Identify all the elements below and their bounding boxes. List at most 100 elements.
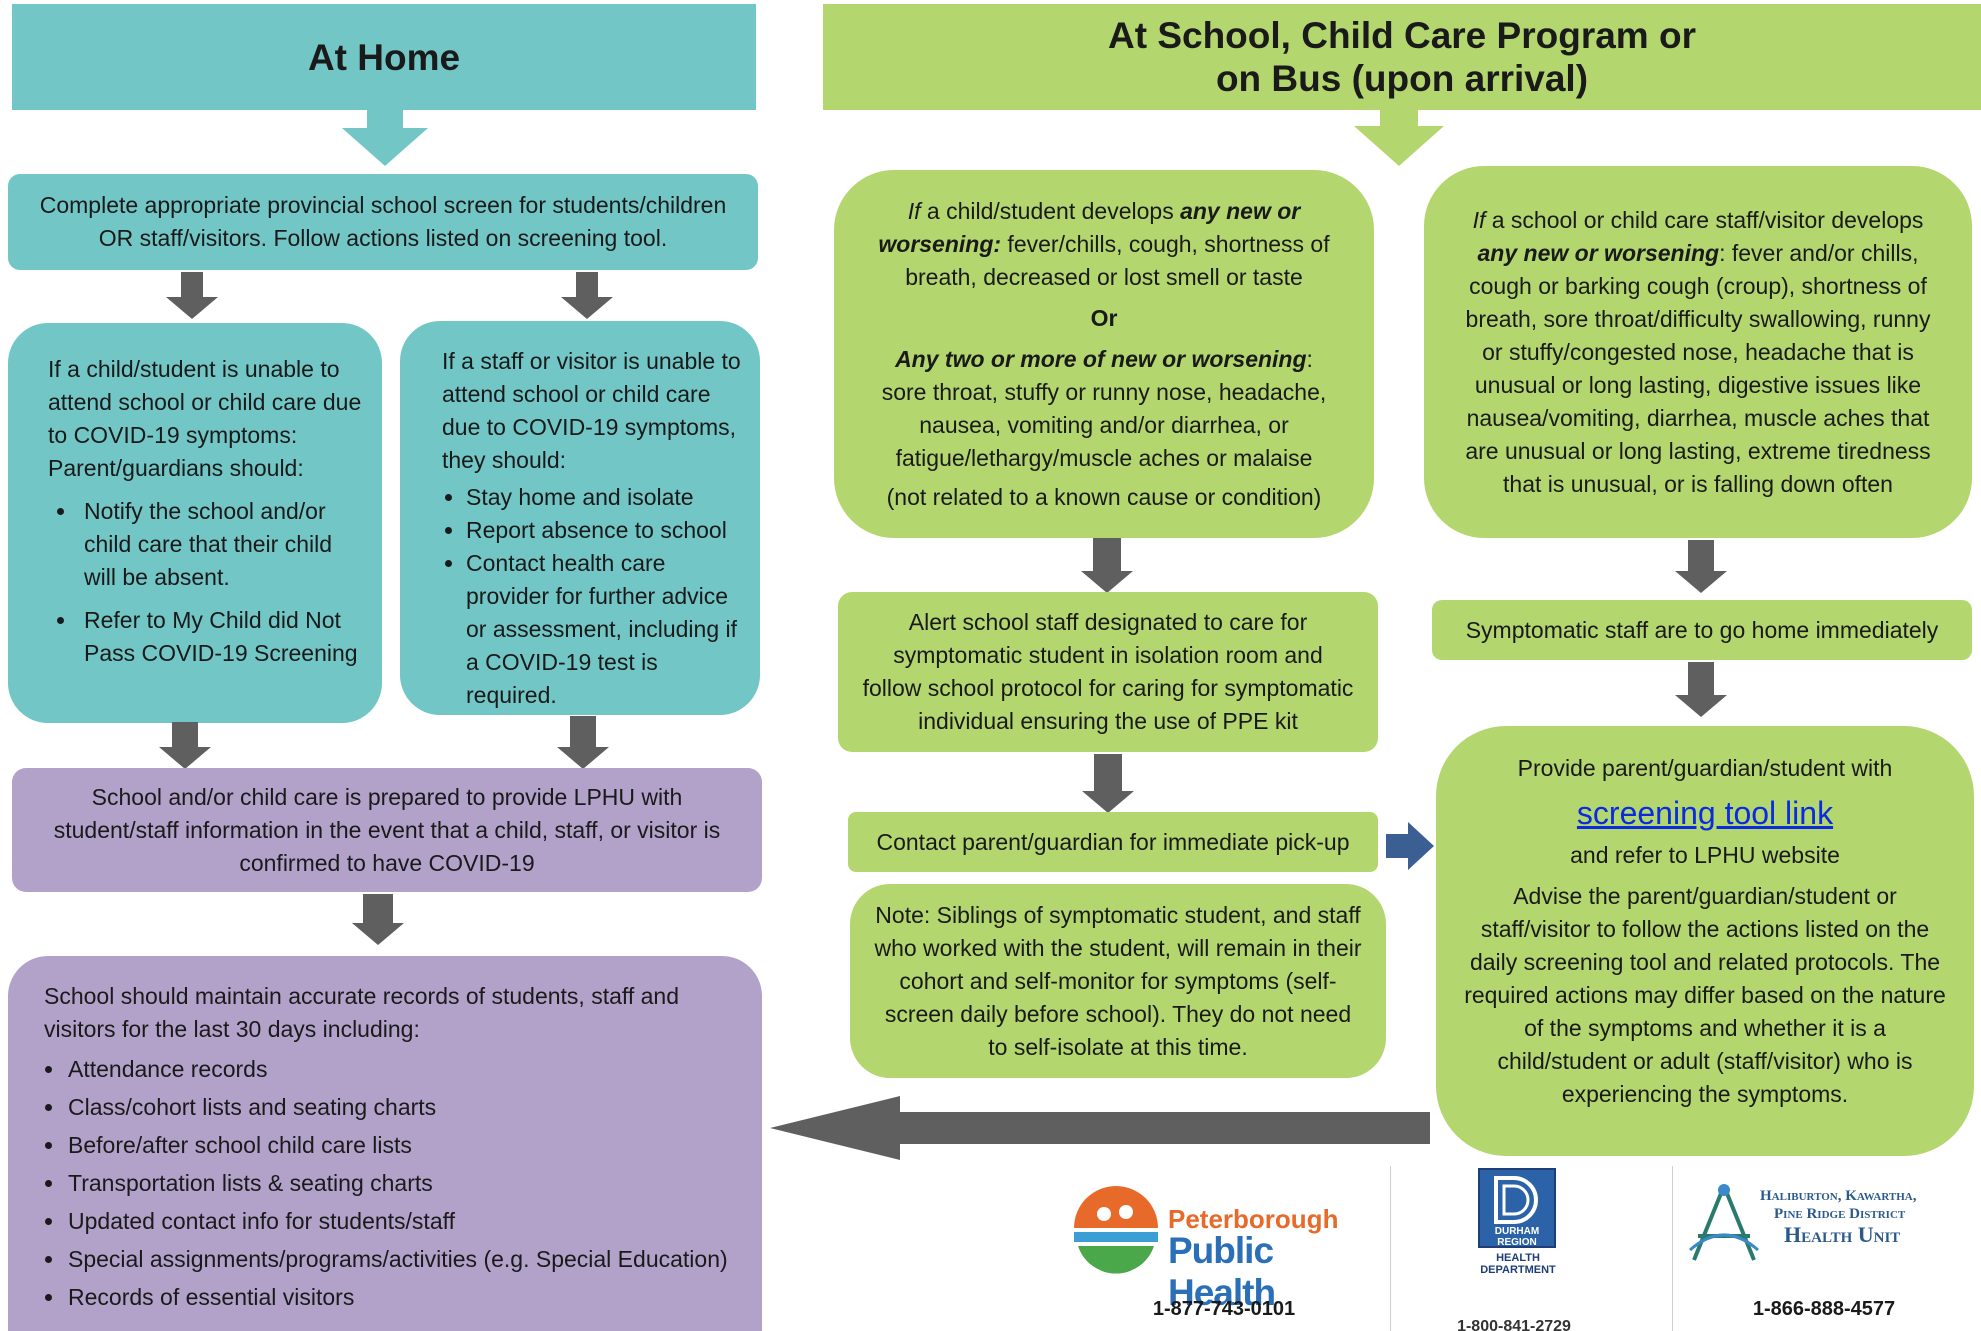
screening-tool-link[interactable]: screening tool link — [1576, 795, 1834, 831]
down-arrow-head — [1675, 695, 1727, 717]
or-label: Or — [1090, 304, 1118, 331]
peterborough-mark-icon — [1074, 1186, 1158, 1274]
durham-logo: DURHAM REGION HEALTH DEPARTMENT — [1478, 1168, 1558, 1288]
arrow-shaft — [363, 894, 393, 924]
at-home-title: At Home — [307, 36, 461, 78]
text-span: a child/student develops — [920, 197, 1181, 224]
list-item: Transportation lists & seating charts — [66, 1164, 732, 1202]
contact-parent-box: Contact parent/guardian for immediate pi… — [848, 812, 1378, 872]
hkpr-line3: Health Unit — [1784, 1222, 1901, 1247]
provide-line1: Provide parent/guardian/student with — [1517, 755, 1893, 781]
prepared-box: School and/or child care is prepared to … — [12, 768, 762, 892]
arrow-shaft — [181, 272, 203, 298]
child-symptoms-note: (not related to a known cause or conditi… — [886, 483, 1322, 510]
text-span: : sore throat, stuffy or runny nose, hea… — [881, 345, 1327, 471]
arrow-shaft — [172, 722, 198, 748]
list-item: Stay home and isolate — [466, 481, 748, 514]
durham-line2: REGION — [1497, 1237, 1537, 1248]
down-arrow-head — [166, 297, 218, 319]
bold-text: any new or worsening — [1477, 239, 1720, 266]
hkpr-phone: 1-866-888-4577 — [1752, 1298, 1896, 1320]
down-arrow-head — [1675, 571, 1727, 593]
text-span: fever/chills, cough, shortness of breath… — [905, 230, 1330, 290]
arrow-shaft — [1688, 540, 1714, 572]
child-unable-box: If a child/student is unable to attend s… — [8, 323, 382, 723]
child-actions-list: Notify the school and/or child care that… — [48, 495, 362, 670]
down-arrow-head — [557, 747, 609, 769]
screen-box-text: Complete appropriate provincial school s… — [39, 192, 727, 251]
peterborough-line2: Public Health — [1168, 1230, 1276, 1313]
list-item: Updated contact info for students/staff — [66, 1202, 732, 1240]
hkpr-mark-icon — [1689, 1184, 1759, 1261]
alert-box-text: Alert school staff designated to care fo… — [862, 609, 1354, 734]
down-arrow-head — [1082, 791, 1134, 813]
arrow-shaft — [1093, 538, 1121, 572]
at-school-title-line1: At School, Child Care Program or — [1108, 15, 1696, 56]
arrow-shaft — [1688, 662, 1714, 696]
staff-symptoms-box: If a school or child care staff/visitor … — [1424, 166, 1972, 538]
records-intro: School should maintain accurate records … — [44, 983, 680, 1042]
child-box-intro: If a child/student is unable to attend s… — [48, 356, 362, 481]
list-item: Report absence to school — [466, 514, 748, 547]
staff-unable-box: If a staff or visitor is unable to atten… — [400, 321, 760, 715]
prepared-box-text: School and/or child care is prepared to … — [53, 783, 721, 876]
if-word: If — [1472, 206, 1486, 233]
provide-advise-text: Advise the parent/guardian/student or st… — [1464, 883, 1946, 1107]
alert-staff-box: Alert school staff designated to care fo… — [838, 592, 1378, 752]
logo-divider — [1672, 1166, 1673, 1331]
hkpr-line1: Haliburton, Kawartha, — [1760, 1188, 1917, 1204]
siblings-note-box: Note: Siblings of symptomatic student, a… — [850, 884, 1386, 1078]
list-item: Refer to My Child did Not Pass COVID-19 … — [78, 604, 362, 670]
at-school-title-line2: on Bus (upon arrival) — [1215, 58, 1589, 99]
green-down-arrow — [1354, 110, 1444, 166]
list-item: Attendance records — [66, 1050, 732, 1088]
staff-box-intro: If a staff or visitor is unable to atten… — [442, 348, 741, 473]
list-item: Before/after school child care lists — [66, 1126, 732, 1164]
provide-info-box: Provide parent/guardian/student with scr… — [1436, 726, 1974, 1156]
list-item: Records of essential visitors — [66, 1278, 732, 1316]
bold-text: any new or worsening: — [878, 197, 1301, 257]
if-word: If — [907, 197, 921, 224]
peterborough-phone: 1-877-743-0101 — [1152, 1298, 1296, 1320]
durham-line4: DEPARTMENT — [1480, 1264, 1556, 1276]
screen-box: Complete appropriate provincial school s… — [8, 174, 758, 270]
durham-contact: 1-800-841-2729 www.durham.ca — [1457, 1318, 1571, 1331]
teal-down-arrow — [342, 110, 428, 166]
blue-right-arrow — [1386, 822, 1434, 870]
durham-mark-icon: DURHAM REGION — [1478, 1168, 1556, 1248]
durham-line1: DURHAM — [1494, 1226, 1540, 1237]
arrow-shaft — [576, 272, 598, 298]
down-arrow-head — [561, 297, 613, 319]
down-arrow-head — [352, 923, 404, 945]
list-item: Special assignments/programs/activities … — [66, 1240, 732, 1278]
list-item: Notify the school and/or child care that… — [78, 495, 362, 594]
child-symptoms-para2: Any two or more of new or worsening: sor… — [874, 343, 1334, 475]
at-school-header: At School, Child Care Program or on Bus … — [823, 4, 1981, 110]
down-arrow-head — [159, 747, 211, 769]
hkpr-logo: Haliburton, Kawartha, Pine Ridge Distric… — [1684, 1180, 1981, 1290]
text-span: : fever and/or chills, cough or barking … — [1465, 239, 1931, 497]
list-item: Class/cohort lists and seating charts — [66, 1088, 732, 1126]
staff-symptoms-para: If a school or child care staff/visitor … — [1460, 204, 1936, 501]
durham-line3: HEALTH — [1496, 1252, 1540, 1264]
arrow-shaft — [1094, 754, 1122, 792]
large-left-arrow — [770, 1096, 1430, 1160]
text-span: a school or child care staff/visitor dev… — [1485, 206, 1924, 233]
at-home-header: At Home — [12, 4, 756, 110]
staff-actions-list: Stay home and isolate Report absence to … — [442, 481, 748, 712]
bold-text: Any two or more of new or worsening — [895, 345, 1307, 372]
records-list: Attendance records Class/cohort lists an… — [44, 1050, 732, 1316]
hkpr-line2: Pine Ridge District — [1774, 1206, 1906, 1222]
list-item: Contact health care provider for further… — [466, 547, 748, 712]
provide-line2: and refer to LPHU website — [1570, 842, 1840, 868]
note-box-text: Note: Siblings of symptomatic student, a… — [874, 901, 1362, 1060]
peterborough-logo: Peterborough Public Health — [1064, 1180, 1384, 1313]
child-symptoms-para1: If a child/student develops any new or w… — [874, 195, 1334, 294]
staff-go-home-box: Symptomatic staff are to go home immedia… — [1432, 600, 1972, 660]
peterborough-line1: Peterborough — [1168, 1204, 1339, 1234]
contact-box-text: Contact parent/guardian for immediate pi… — [876, 828, 1350, 855]
down-arrow-head — [1081, 571, 1133, 593]
staff-home-text: Symptomatic staff are to go home immedia… — [1465, 616, 1939, 643]
arrow-shaft — [570, 716, 596, 748]
logo-divider — [1390, 1166, 1391, 1331]
